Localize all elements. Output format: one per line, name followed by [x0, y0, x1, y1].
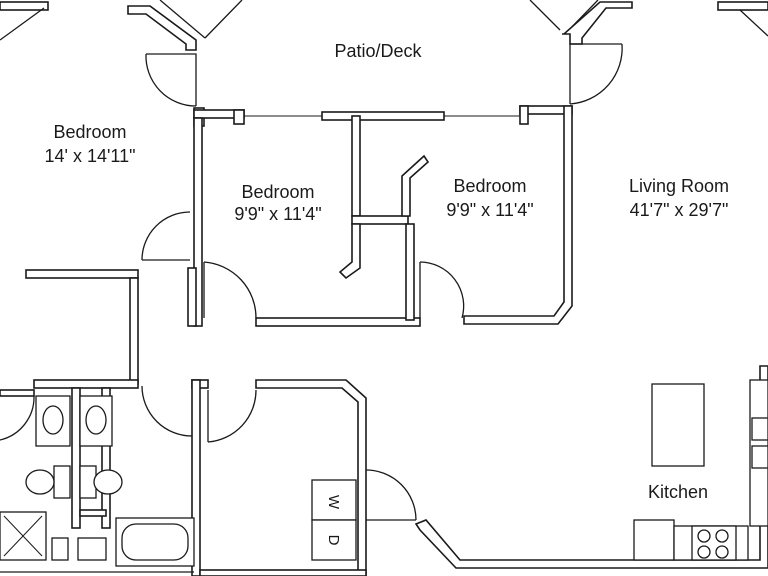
living-room-label: Living Room [629, 176, 729, 196]
kitchen-label: Kitchen [648, 482, 708, 502]
left-hall-walls [25, 211, 193, 437]
kitchen-walls [365, 365, 768, 569]
washer-label: W [325, 495, 342, 510]
bedroom-right-label: Bedroom [453, 176, 526, 196]
patio-door-left [145, 53, 197, 107]
bay-window-right [529, 0, 768, 45]
toilet-tank-left [53, 465, 71, 499]
bedroom-center-size: 9'9" x 11'4" [234, 204, 321, 224]
patio-deck-label: Patio/Deck [334, 41, 422, 61]
toilet-bowl-left [25, 469, 55, 495]
center-bedrooms-walls [187, 105, 573, 327]
sink-left [42, 405, 64, 435]
vanity-right [79, 395, 113, 447]
counter-left [633, 519, 675, 561]
bay-window-left [0, 0, 243, 51]
bedroom-right-size: 9'9" x 11'4" [446, 200, 533, 220]
dryer-label: D [325, 535, 342, 546]
sink-right [85, 405, 107, 435]
dryer [311, 519, 357, 561]
bedroom-left-size: 14' x 14'11" [45, 146, 136, 166]
bedroom-center-label: Bedroom [241, 182, 314, 202]
kitchen-island [651, 383, 705, 467]
bedroom-left-label: Bedroom [53, 122, 126, 142]
bathrooms [0, 379, 209, 576]
patio-door-right [569, 43, 623, 105]
toilet-bowl-right [93, 469, 123, 495]
living-room-size: 41'7" x 29'7" [630, 200, 729, 220]
laundry-walls [199, 379, 367, 576]
